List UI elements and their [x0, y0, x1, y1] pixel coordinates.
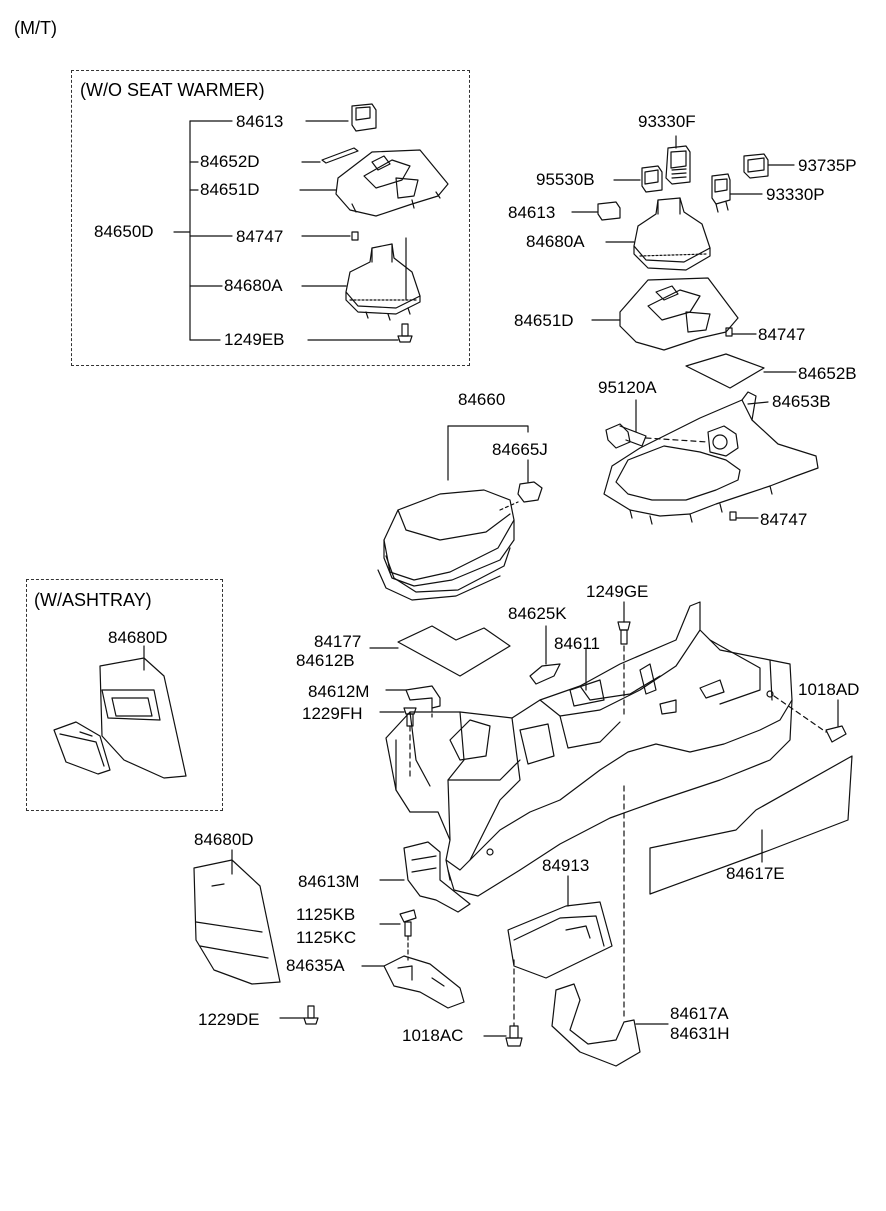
label-84652B: 84652B	[798, 364, 857, 383]
bracket-84617A-drawing	[551, 785, 669, 1067]
boot-84680A-a-drawing	[345, 237, 421, 321]
switch-93330F-drawing	[665, 135, 691, 185]
label-1249GE: 1249GE	[586, 582, 649, 601]
label-1229FH: 1229FH	[302, 704, 363, 723]
label-84680A-b: 84680A	[526, 232, 585, 251]
ashtray-box-drawing	[53, 645, 187, 779]
label-84651D-b: 84651D	[514, 311, 574, 330]
label-84680D-a: 84680D	[108, 628, 168, 647]
tray-84913-drawing	[507, 875, 613, 979]
bracket-84613M-drawing	[379, 841, 471, 913]
label-84617A: 84617A	[670, 1004, 729, 1023]
bracket-84612M-drawing	[385, 685, 441, 721]
label-84747-a: 84747	[236, 227, 284, 246]
label-1125KC: 1125KC	[296, 928, 357, 947]
label-84913: 84913	[542, 856, 590, 875]
clip-84747-c-drawing	[729, 511, 759, 521]
boot-84680A-b-drawing	[605, 197, 711, 271]
label-84631H: 84631H	[670, 1024, 730, 1043]
console-84611-drawing	[385, 601, 793, 897]
screw-1229FH-drawing	[379, 707, 417, 781]
pad-84177-drawing	[369, 625, 511, 677]
clip-84747-b-drawing	[725, 327, 757, 337]
label-84177: 84177	[314, 632, 362, 651]
screw-1229DE-drawing	[279, 1005, 319, 1025]
strip-84625K-drawing	[529, 625, 561, 685]
strip-84652D-drawing	[321, 147, 359, 164]
label-84611: 84611	[554, 634, 601, 653]
switch-84613-b-drawing	[571, 201, 621, 221]
label-84652D: 84652D	[200, 152, 260, 171]
bracket-84635A-drawing	[361, 955, 465, 1009]
label-95120A: 95120A	[598, 378, 657, 397]
wo-seat-warmer-heading: (W/O SEAT WARMER)	[80, 80, 265, 100]
bezel-84651D-drawing	[335, 149, 449, 217]
label-1249EB: 1249EB	[224, 330, 285, 349]
label-84680A-a: 84680A	[224, 276, 283, 295]
screw-1249EB-drawing	[397, 323, 413, 343]
label-93330P: 93330P	[766, 185, 825, 204]
label-84617E: 84617E	[726, 864, 785, 883]
switch-93735P-drawing	[743, 153, 795, 179]
label-84665J: 84665J	[492, 440, 548, 459]
label-84660: 84660	[458, 390, 506, 409]
bolt-1018AD-drawing	[773, 695, 847, 743]
armrest-84660-drawing	[377, 425, 543, 601]
label-84651D-a: 84651D	[200, 180, 260, 199]
label-1018AC: 1018AC	[402, 1026, 464, 1045]
cover-84680D-b-drawing	[193, 849, 281, 985]
label-84747-c: 84747	[760, 510, 808, 529]
w-ashtray-heading: (W/ASHTRAY)	[34, 590, 152, 610]
switch-95530B-drawing	[641, 165, 663, 193]
w-ashtray-box	[26, 579, 223, 811]
label-1018AD: 1018AD	[798, 680, 860, 699]
panel-84617E-drawing	[649, 755, 853, 895]
wo-seat-warmer-leaders	[173, 120, 399, 341]
label-1125KB: 1125KB	[296, 905, 356, 924]
wo-seat-warmer-box	[71, 70, 470, 366]
label-84653B: 84653B	[772, 392, 831, 411]
clip-84747-a-drawing	[351, 231, 359, 241]
label-84635A: 84635A	[286, 956, 345, 975]
label-84613M: 84613M	[298, 872, 360, 891]
label-84612M: 84612M	[308, 682, 370, 701]
screw-1125KB-drawing	[379, 909, 417, 961]
label-84625K: 84625K	[508, 604, 567, 623]
lighter-95120A-drawing	[605, 399, 709, 449]
pad-84652B-drawing	[685, 353, 797, 389]
label-93330F: 93330F	[638, 112, 696, 131]
label-84613-a: 84613	[236, 112, 284, 131]
switch-84613-drawing	[351, 103, 377, 132]
label-84613-b: 84613	[508, 203, 556, 222]
label-95530B: 95530B	[536, 170, 595, 189]
label-84680D-b: 84680D	[194, 830, 254, 849]
switch-93330P-drawing	[711, 173, 763, 213]
panel-84653B-drawing	[603, 391, 819, 525]
label-84650D: 84650D	[94, 222, 154, 241]
label-93735P: 93735P	[798, 156, 857, 175]
screw-1249GE-drawing	[617, 601, 631, 717]
label-1229DE: 1229DE	[198, 1010, 260, 1029]
bolt-1018AC-drawing	[483, 959, 523, 1047]
diagram-title: (M/T)	[14, 18, 57, 38]
bezel-84651D-b-drawing	[591, 277, 739, 351]
label-84747-b: 84747	[758, 325, 806, 344]
label-84612B: 84612B	[296, 651, 355, 670]
